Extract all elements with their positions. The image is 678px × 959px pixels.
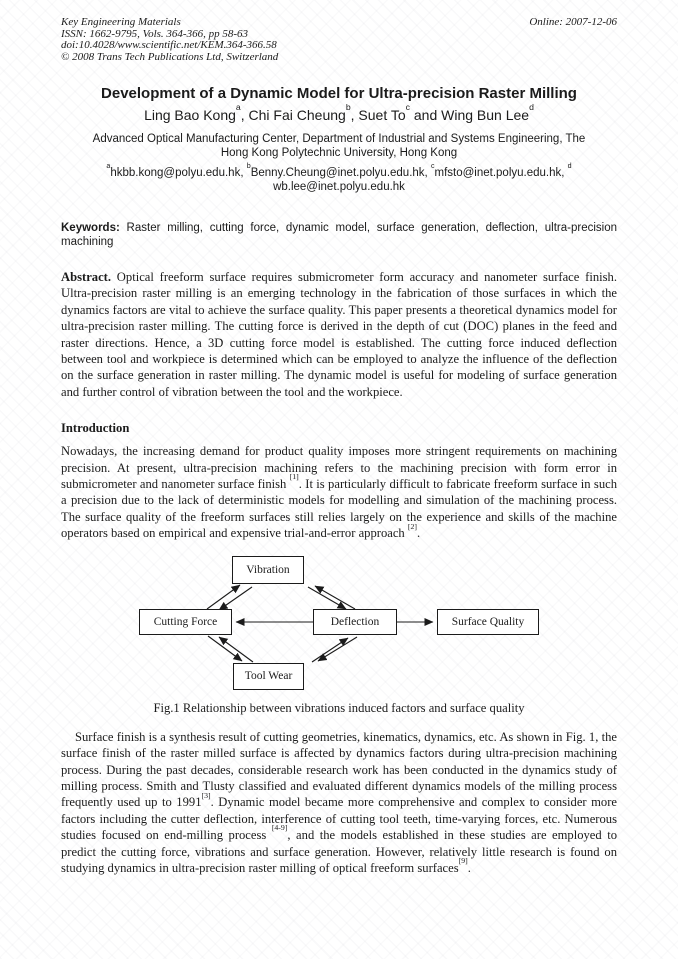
node-deflection: Deflection (313, 608, 397, 635)
node-surface-quality: Surface Quality (437, 608, 539, 635)
section-heading-introduction: Introduction (61, 421, 130, 436)
journal-doi-line: doi:10.4028/www.scientific.net/KEM.364-3… (61, 39, 277, 51)
paper-title: Development of a Dynamic Model for Ultra… (101, 85, 577, 102)
journal-copyright-line: © 2008 Trans Tech Publications Ltd, Swit… (61, 50, 279, 63)
node-cutting-force: Cutting Force (139, 608, 232, 635)
figure-caption: Fig.1 Relationship between vibrations in… (153, 700, 525, 715)
node-tool-wear: Tool Wear (233, 662, 304, 690)
abstract-paragraph: Abstract. Optical freeform surface requi… (61, 270, 617, 399)
journal-name: Key Engineering Materials (61, 16, 181, 28)
journal-header: Key Engineering Materials ISSN: 1662-979… (61, 16, 617, 63)
online-date: Online: 2007-12-06 (529, 16, 617, 28)
affiliation: Advanced Optical Manufacturing Center, D… (92, 133, 586, 159)
journal-issn-line: ISSN: 1662-9795, Vols. 364-366, pp 58-63 (61, 27, 248, 40)
introduction-paragraph-2: Surface finish is a synthesis result of … (61, 729, 618, 875)
keywords-line: Keywords: Raster milling, cutting force,… (61, 222, 617, 248)
introduction-paragraph-1: Nowadays, the increasing demand for prod… (61, 444, 618, 541)
node-vibration: Vibration (232, 555, 304, 584)
figure-arrows (206, 584, 434, 663)
authors-line: Ling Bao Konga, Chi Fai Cheungb, Suet To… (144, 102, 534, 123)
author-emails: ahkbb.kong@polyu.edu.hk, bBenny.Cheung@i… (106, 161, 572, 193)
figure-diagram: Vibration Cutting Force Deflection Surfa… (61, 552, 617, 697)
figure-1: Vibration Cutting Force Deflection Surfa… (61, 552, 617, 716)
journal-header-left: Key Engineering Materials ISSN: 1662-979… (61, 16, 279, 63)
